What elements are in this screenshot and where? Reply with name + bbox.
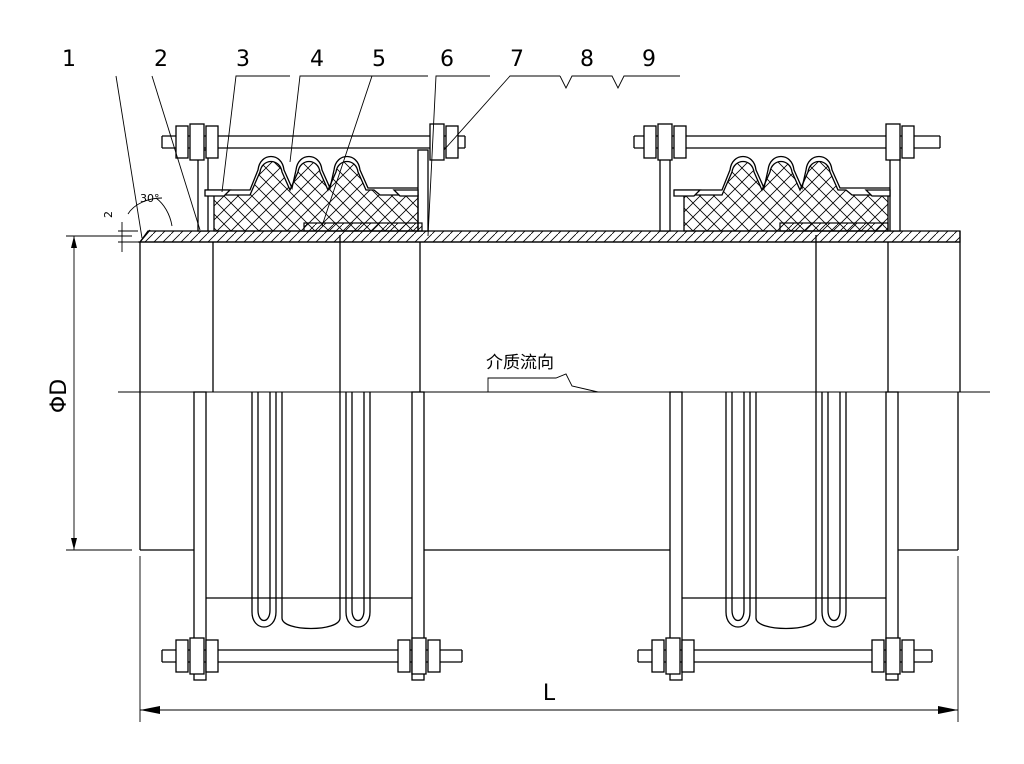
part-number-7: 7 bbox=[510, 47, 524, 72]
pipe-lower-half bbox=[139, 392, 959, 551]
part-number-6: 6 bbox=[440, 47, 454, 72]
left-bellows-lower bbox=[161, 391, 463, 681]
length-label: L bbox=[543, 681, 556, 706]
flow-direction-arrow bbox=[487, 373, 599, 393]
left-bellows-unit bbox=[161, 123, 466, 232]
part-number-4: 4 bbox=[310, 47, 324, 72]
part-number-3: 3 bbox=[236, 47, 250, 72]
diameter-label: ΦD bbox=[47, 379, 72, 413]
part-number-1: 1 bbox=[62, 47, 76, 72]
right-bellows-unit bbox=[633, 123, 941, 232]
right-bellows-lower bbox=[637, 391, 933, 681]
pipe-wall-upper bbox=[138, 230, 961, 392]
gap-label: 2 bbox=[102, 211, 115, 218]
part-number-labels: 1 2 3 4 5 6 7 8 9 bbox=[62, 47, 656, 72]
part-number-8: 8 bbox=[580, 47, 594, 72]
part-number-9: 9 bbox=[642, 47, 656, 72]
part-number-2: 2 bbox=[154, 47, 168, 72]
part-number-5: 5 bbox=[372, 47, 386, 72]
pipe-section-lines bbox=[212, 235, 889, 392]
weld-bevel-detail bbox=[118, 197, 173, 252]
flow-direction-label: 介质流向 bbox=[486, 353, 554, 373]
diameter-dimension bbox=[66, 235, 132, 551]
leader-lines bbox=[115, 75, 680, 239]
angle-label: 30° bbox=[140, 192, 160, 205]
length-dimension bbox=[139, 556, 959, 722]
